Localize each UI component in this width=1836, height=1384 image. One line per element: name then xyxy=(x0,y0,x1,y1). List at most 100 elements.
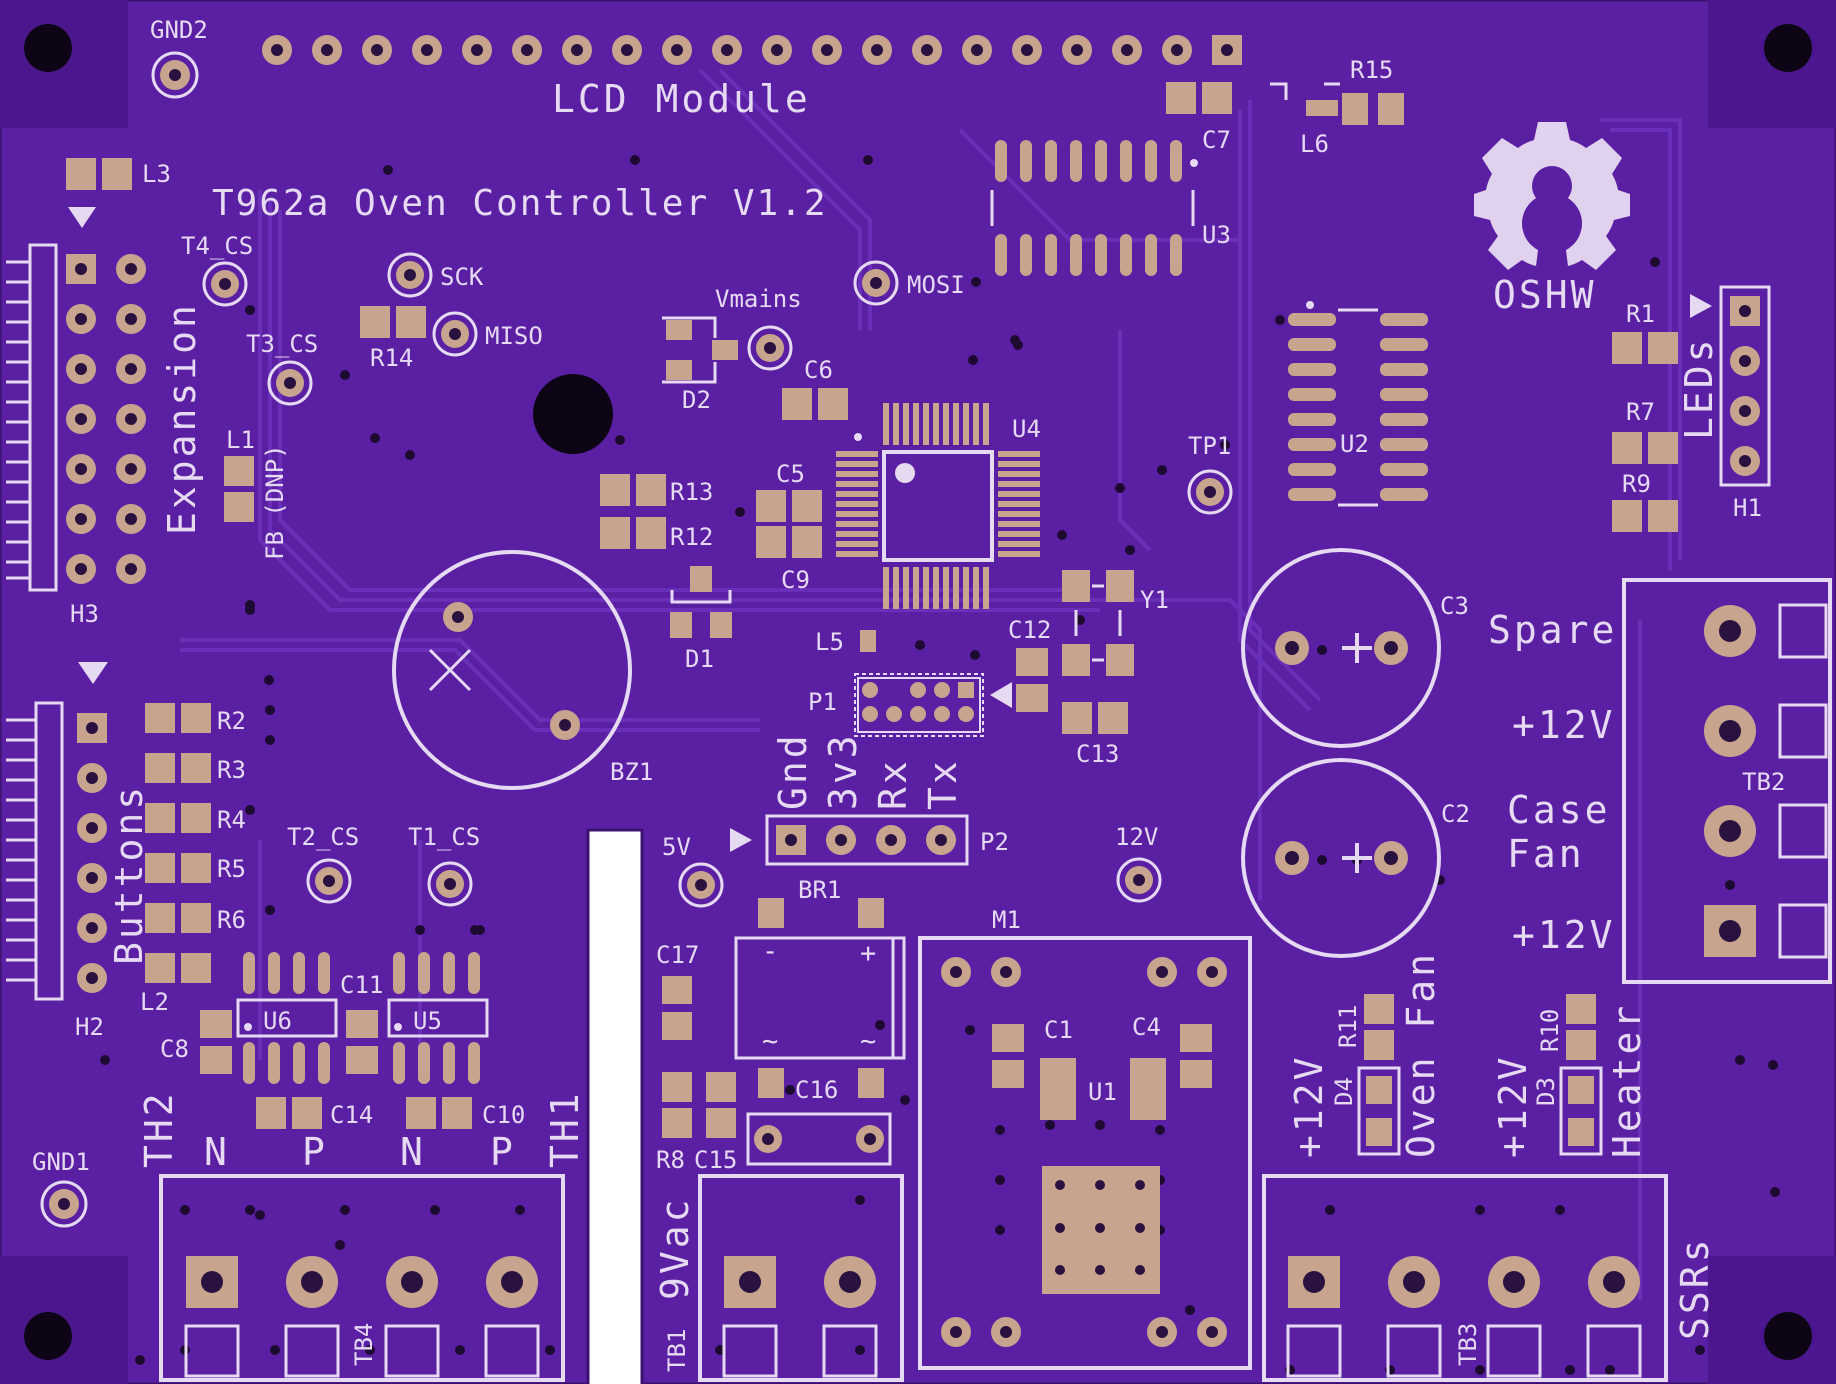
c10-capacitor[interactable] xyxy=(406,1097,472,1129)
12v-testpoint[interactable] xyxy=(1116,857,1162,903)
r7-resistor[interactable] xyxy=(1612,432,1678,464)
r2-resistor[interactable] xyxy=(145,703,211,733)
sck-testpoint[interactable] xyxy=(387,252,433,298)
gnd2-testpoint[interactable] xyxy=(151,51,199,99)
r5-resistor[interactable] xyxy=(145,853,211,883)
t2-cs-testpoint[interactable] xyxy=(306,858,352,904)
p2-tx-label: Tx xyxy=(921,758,965,810)
buttons-header-h2[interactable] xyxy=(6,701,107,1001)
leds-header-h1[interactable] xyxy=(1719,285,1771,487)
tb4-terminal-block[interactable] xyxy=(159,1174,565,1382)
r13-resistor[interactable] xyxy=(600,474,666,506)
c9-capacitor[interactable] xyxy=(756,526,822,558)
oven-fan-label: Oven Fan xyxy=(1399,951,1443,1158)
c14-label: C14 xyxy=(330,1101,373,1129)
c17-capacitor[interactable] xyxy=(662,976,692,1040)
p2-header[interactable] xyxy=(765,814,969,866)
c11-label: C11 xyxy=(340,971,383,999)
u2-chip[interactable] xyxy=(1288,301,1428,507)
c8-capacitor[interactable] xyxy=(200,1010,232,1074)
gnd1-testpoint[interactable] xyxy=(40,1180,88,1228)
l2-inductor[interactable] xyxy=(145,953,211,983)
d1-diode[interactable] xyxy=(670,566,732,638)
p2-label: P2 xyxy=(980,828,1009,856)
r3-resistor[interactable] xyxy=(145,753,211,783)
tb2-terminal-block[interactable] xyxy=(1622,578,1832,984)
br1-bridge-rectifier[interactable]: -+ ~~ xyxy=(734,898,906,1098)
u1-regulator[interactable] xyxy=(1040,1058,1166,1120)
l3-inductor[interactable] xyxy=(66,158,132,190)
r6-resistor[interactable] xyxy=(145,903,211,933)
5v-label: 5V xyxy=(662,833,691,861)
c1-capacitor[interactable] xyxy=(992,1024,1024,1088)
y1-crystal[interactable] xyxy=(1062,570,1134,676)
r12-resistor[interactable] xyxy=(600,517,666,549)
svg-text:+: + xyxy=(860,938,876,969)
l6-inductor[interactable] xyxy=(1270,82,1340,116)
r9-resistor[interactable] xyxy=(1612,500,1678,532)
th2-n-label: N xyxy=(204,1130,230,1174)
th1-n-label: N xyxy=(400,1130,426,1174)
t4-cs-label: T4_CS xyxy=(181,232,253,260)
r10-resistor[interactable] xyxy=(1566,994,1596,1060)
c15-capacitor[interactable] xyxy=(706,1072,892,1166)
lcd-header[interactable] xyxy=(262,35,1242,65)
svg-text:~: ~ xyxy=(860,1026,876,1057)
d4-led[interactable] xyxy=(1357,1066,1401,1156)
r15-resistor[interactable] xyxy=(1342,93,1404,125)
r1-resistor[interactable] xyxy=(1612,332,1678,364)
bz1-buzzer[interactable] xyxy=(392,550,632,790)
r4-resistor[interactable] xyxy=(145,803,211,833)
c11-capacitor[interactable] xyxy=(346,1010,378,1074)
c7-capacitor[interactable] xyxy=(1166,82,1232,114)
l5-label: L5 xyxy=(815,628,844,656)
miso-testpoint[interactable] xyxy=(432,311,478,357)
r10-label: R10 xyxy=(1536,1009,1564,1052)
5v-testpoint[interactable] xyxy=(678,862,724,908)
r11-resistor[interactable] xyxy=(1364,994,1394,1060)
r12-label: R12 xyxy=(670,523,713,551)
tb3-terminal-block[interactable] xyxy=(1262,1174,1668,1382)
p1-header[interactable] xyxy=(854,673,1012,737)
t4-cs-testpoint[interactable] xyxy=(202,261,248,307)
u5-chip[interactable] xyxy=(387,952,489,1084)
c3-capacitor[interactable] xyxy=(1241,548,1441,748)
c10-label: C10 xyxy=(482,1101,525,1129)
tb2-case-label: Case xyxy=(1507,788,1611,832)
c6-capacitor[interactable] xyxy=(782,388,848,420)
th1-p-label: P xyxy=(490,1130,516,1174)
m1-power-module[interactable] xyxy=(918,936,1252,1370)
th1-label: TH1 xyxy=(543,1090,587,1168)
c4-capacitor[interactable] xyxy=(1180,1024,1212,1088)
d3-led[interactable] xyxy=(1559,1066,1603,1156)
miso-label: MISO xyxy=(485,322,543,350)
tb1-terminal-block[interactable] xyxy=(698,1174,904,1382)
c13-capacitor[interactable] xyxy=(1062,702,1128,734)
t3-cs-testpoint[interactable] xyxy=(267,360,313,406)
u3-chip[interactable] xyxy=(990,140,1198,276)
r8-resistor[interactable] xyxy=(662,1072,692,1138)
r7-label: R7 xyxy=(1626,398,1655,426)
l1-ferrite[interactable] xyxy=(224,456,254,522)
tb2-12v-b-label: +12V xyxy=(1512,913,1616,957)
tp1-testpoint[interactable] xyxy=(1187,469,1233,515)
u6-label: U6 xyxy=(263,1007,292,1035)
br1-label: BR1 xyxy=(798,876,841,904)
mosi-testpoint[interactable] xyxy=(853,260,899,306)
t1-cs-testpoint[interactable] xyxy=(427,861,473,907)
ssrs-label: SSRs xyxy=(1673,1236,1717,1340)
c14-capacitor[interactable] xyxy=(256,1097,322,1129)
c5-capacitor[interactable] xyxy=(756,490,822,522)
d2-diode[interactable] xyxy=(662,316,738,384)
expansion-header-h3[interactable] xyxy=(6,243,146,592)
c12-capacitor[interactable] xyxy=(1016,648,1048,712)
vmains-testpoint[interactable] xyxy=(747,325,793,371)
r14-resistor[interactable] xyxy=(360,306,426,338)
u6-chip[interactable] xyxy=(236,952,338,1084)
u4-microcontroller[interactable] xyxy=(836,403,1040,609)
l5-inductor[interactable] xyxy=(860,630,876,652)
c2-capacitor[interactable] xyxy=(1241,758,1441,958)
tb4-label: TB4 xyxy=(350,1323,378,1366)
r4-label: R4 xyxy=(217,806,246,834)
